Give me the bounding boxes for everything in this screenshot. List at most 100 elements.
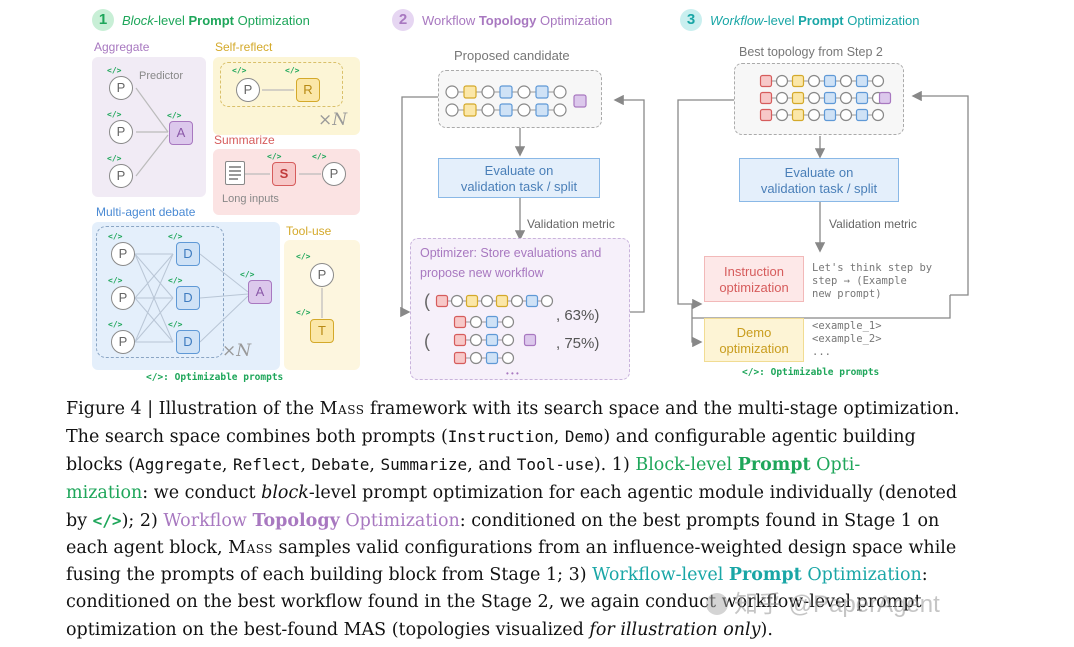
- caption-line-6: each agent block, Mass samples valid con…: [66, 538, 957, 559]
- workflow-node-circle: [839, 91, 853, 105]
- debater-node: D: [176, 242, 200, 266]
- workflow-node-square: [878, 91, 892, 105]
- workflow-node-square: [791, 91, 805, 105]
- caption-line-2: The search space combines both prompts (…: [66, 427, 916, 448]
- caption-line-9: optimization on the best-found MAS (topo…: [66, 619, 773, 640]
- code-tag-icon: </>: [108, 320, 123, 329]
- code-tag-icon: </>: [232, 66, 247, 75]
- caption-line-5: by </>); 2) Workflow Topology Optimizati…: [66, 510, 940, 531]
- history-workflow-1: [435, 294, 554, 308]
- code-tag-icon: </>: [240, 270, 255, 279]
- stage3-arrows: [677, 90, 969, 348]
- code-tag-icon: </>: [312, 152, 327, 161]
- workflow-node-square: [453, 351, 467, 365]
- aggregator-node: A: [169, 121, 193, 145]
- workflow-node-circle: [775, 91, 789, 105]
- tool-use-edges: [321, 288, 323, 318]
- watermark-logo-icon: [706, 593, 728, 615]
- caption-line-7: fusing the prompts of each building bloc…: [66, 565, 928, 586]
- proposed-workflow-graph: [445, 85, 587, 117]
- workflow-node-square: [463, 103, 477, 117]
- workflow-node-square: [759, 91, 773, 105]
- workflow-node-circle: [469, 315, 483, 329]
- workflow-node-circle: [469, 351, 483, 365]
- workflow-node-square: [523, 333, 537, 347]
- code-tag-icon: </>: [285, 66, 300, 75]
- workflow-node-square: [573, 94, 587, 108]
- aggregate-label: Aggregate: [94, 40, 150, 54]
- optimizable-prompts-legend: </>: Optimizable prompts: [146, 372, 284, 383]
- workflow-node-circle: [553, 85, 567, 99]
- caption-line-1: Figure 4 | Illustration of the Mass fram…: [66, 399, 960, 419]
- debate-label: Multi-agent debate: [96, 205, 196, 219]
- workflow-node-circle: [510, 294, 524, 308]
- workflow-node-circle: [469, 333, 483, 347]
- predictor-node: P: [310, 263, 334, 287]
- instruction-optimization-box: Instruction optimization: [704, 256, 804, 302]
- history-paren-1: (: [424, 291, 430, 311]
- times-n-label: ×N: [318, 110, 348, 130]
- workflow-node-square: [855, 108, 869, 122]
- workflow-node-circle: [775, 108, 789, 122]
- self-reflect-label: Self-reflect: [215, 40, 273, 54]
- workflow-node-circle: [517, 103, 531, 117]
- workflow-node-circle: [445, 85, 459, 99]
- workflow-node-square: [823, 108, 837, 122]
- stage3-title: Workflow-level Prompt Optimization: [710, 13, 920, 28]
- code-tag-icon: </>: [167, 111, 182, 120]
- workflow-node-square: [463, 85, 477, 99]
- code-tag-icon: </>: [168, 320, 183, 329]
- self-reflect-loop: [220, 62, 343, 107]
- instruction-example-text: Let's think step by step → (Example new …: [812, 262, 933, 300]
- code-tag-icon: </>: [296, 308, 311, 317]
- predictor-node: P: [109, 120, 133, 144]
- best-topology-graph: [759, 74, 892, 122]
- workflow-node-circle: [775, 74, 789, 88]
- long-inputs-label: Long inputs: [222, 193, 279, 205]
- workflow-node-square: [535, 85, 549, 99]
- code-tag-icon: </>: [168, 276, 183, 285]
- predictor-node: P: [109, 164, 133, 188]
- workflow-node-square: [485, 333, 499, 347]
- times-n-label: ×N: [222, 341, 252, 361]
- workflow-node-circle: [501, 315, 515, 329]
- workflow-node-circle: [839, 108, 853, 122]
- workflow-node-circle: [445, 103, 459, 117]
- proposed-candidate-label: Proposed candidate: [454, 48, 570, 63]
- code-tag-icon: </>: [107, 66, 122, 75]
- history-score-1: , 63%): [556, 307, 600, 324]
- workflow-node-square: [435, 294, 449, 308]
- predictor-node: P: [111, 242, 135, 266]
- workflow-node-square: [453, 333, 467, 347]
- workflow-node-square: [465, 294, 479, 308]
- workflow-node-circle: [871, 74, 885, 88]
- document-icon: [225, 161, 245, 185]
- code-tag-icon: </>: [108, 276, 123, 285]
- stage2-validation-metric: Validation metric: [527, 217, 615, 231]
- watermark: 知乎 @PaperAgent: [706, 584, 940, 619]
- history-ellipsis: • • •: [506, 369, 519, 378]
- code-tag-icon: </>: [107, 110, 122, 119]
- stage2-evaluate-box: Evaluate on validation task / split: [438, 158, 600, 198]
- optimizable-prompts-legend: </>: Optimizable prompts: [742, 367, 880, 378]
- workflow-node-square: [855, 74, 869, 88]
- workflow-node-square: [499, 103, 513, 117]
- workflow-node-square: [485, 351, 499, 365]
- history-workflow-2: [453, 315, 537, 365]
- tool-node: T: [310, 319, 334, 343]
- demo-optimization-box: Demo optimization: [704, 318, 804, 362]
- tool-use-label: Tool-use: [286, 224, 332, 238]
- aggregate-edges: [135, 87, 169, 177]
- code-tag-icon: </>: [107, 154, 122, 163]
- stage2-title: Workflow Topology Optimization: [422, 13, 613, 28]
- workflow-node-square: [499, 85, 513, 99]
- code-tag-icon: </>: [108, 232, 123, 241]
- stage1-badge: 1: [92, 9, 114, 31]
- workflow-node-square: [823, 91, 837, 105]
- workflow-node-circle: [480, 294, 494, 308]
- code-tag-icon: </>: [296, 252, 311, 261]
- workflow-node-circle: [807, 91, 821, 105]
- workflow-node-circle: [807, 108, 821, 122]
- debate-edges: [134, 253, 249, 343]
- workflow-node-square: [791, 74, 805, 88]
